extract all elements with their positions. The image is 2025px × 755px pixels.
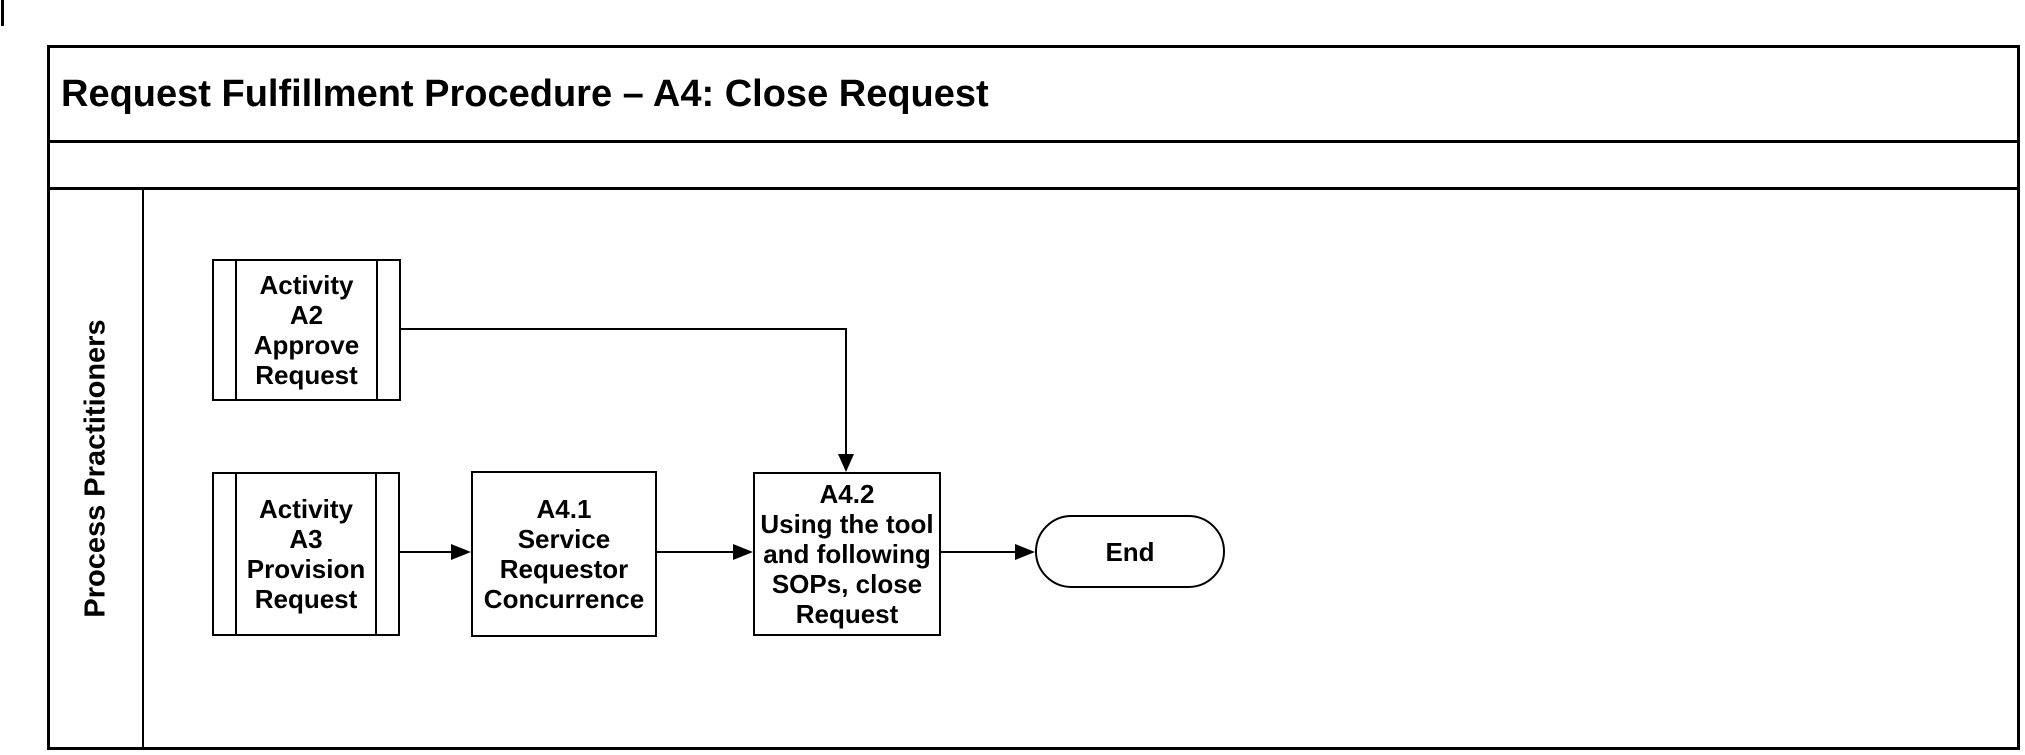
- node-label: A4.2 Using the tool and following SOPs, …: [760, 479, 934, 629]
- node-a41-service-requestor-concurrence: A4.1 Service Requestor Concurrence: [471, 471, 657, 637]
- predefined-process-bar-icon: [235, 474, 237, 634]
- empty-meta-band: [50, 143, 2017, 190]
- edge-a41-to-a42: [657, 551, 735, 553]
- arrowhead-right-icon: [1015, 544, 1035, 560]
- arrowhead-right-icon: [451, 544, 471, 560]
- predefined-process-bar-icon: [375, 474, 377, 634]
- page-edge-artifact: [1, 0, 4, 26]
- swimlane-row: Process Practitioners: [50, 190, 2017, 747]
- arrowhead-right-icon: [733, 544, 753, 560]
- node-activity-a3-provision-request: Activity A3 Provision Request: [212, 472, 400, 636]
- edge-a42-to-end: [941, 551, 1017, 553]
- page-title: Request Fulfillment Procedure – A4: Clos…: [61, 72, 989, 115]
- node-activity-a2-approve-request: Activity A2 Approve Request: [212, 259, 401, 401]
- predefined-process-bar-icon: [376, 261, 378, 399]
- node-a42-close-request: A4.2 Using the tool and following SOPs, …: [753, 472, 941, 636]
- node-label: A4.1 Service Requestor Concurrence: [483, 494, 645, 614]
- node-label: Activity A2 Approve Request: [253, 270, 360, 390]
- edge-a2-to-a42-vertical: [845, 328, 847, 456]
- edge-a2-to-a42-horizontal: [401, 328, 847, 330]
- swimlane-label-column: Process Practitioners: [50, 190, 144, 747]
- arrowhead-down-icon: [838, 454, 854, 472]
- swimlane-content-area: [144, 190, 2017, 747]
- predefined-process-bar-icon: [235, 261, 237, 399]
- node-end-terminator: End: [1035, 515, 1225, 588]
- diagram-frame: Request Fulfillment Procedure – A4: Clos…: [47, 45, 2020, 750]
- swimlane-label: Process Practitioners: [79, 319, 112, 618]
- title-band: Request Fulfillment Procedure – A4: Clos…: [50, 48, 2017, 143]
- node-label: Activity A3 Provision Request: [246, 494, 366, 614]
- edge-a3-to-a41: [400, 551, 453, 553]
- node-label: End: [1105, 536, 1155, 567]
